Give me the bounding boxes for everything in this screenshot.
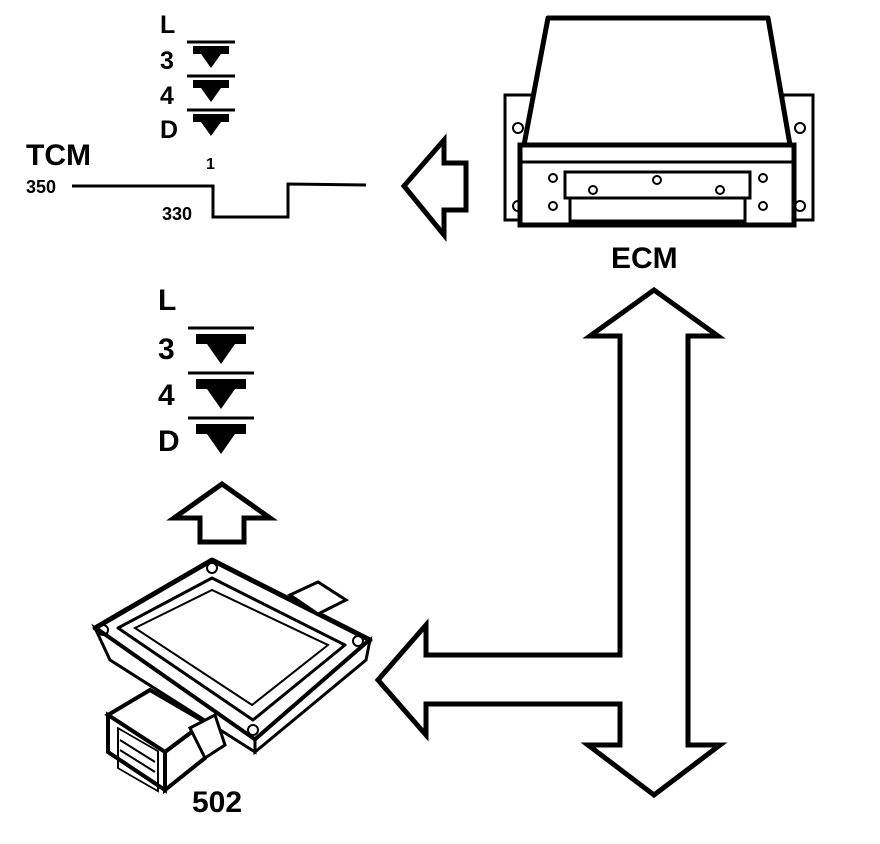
down-chevron-arrow-icon bbox=[187, 108, 235, 136]
signal-edge-label: 1 bbox=[206, 156, 215, 173]
gear-label-bottom-3: 3 bbox=[158, 333, 175, 366]
gear-label-bottom-d: D bbox=[158, 425, 180, 458]
tcm-module-502-icon bbox=[91, 557, 373, 795]
ecm-module-icon bbox=[503, 15, 815, 228]
double-headed-t-arrow-icon bbox=[374, 286, 728, 799]
signal-trace bbox=[72, 182, 367, 219]
gear-label-bottom-4: 4 bbox=[158, 379, 175, 412]
hollow-arrow-up-icon bbox=[166, 480, 278, 545]
gear-label-bottom-l: L bbox=[158, 284, 176, 317]
down-chevron-arrow-icon bbox=[188, 326, 254, 364]
gear-stack-top: L 3 4 D bbox=[160, 11, 235, 144]
gear-label-top-3: 3 bbox=[160, 47, 174, 75]
hollow-arrow-left-icon bbox=[400, 133, 469, 243]
module-502-label: 502 bbox=[192, 786, 242, 819]
signal-high-label: 350 bbox=[26, 177, 56, 197]
gear-label-top-l: L bbox=[160, 11, 175, 39]
tcm-label: TCM bbox=[26, 139, 91, 172]
down-chevron-arrow-icon bbox=[187, 74, 235, 102]
tcm-signal-waveform: TCM 350 330 1 bbox=[26, 139, 367, 224]
gear-stack-bottom: L 3 4 D bbox=[158, 284, 254, 458]
gear-label-top-d: D bbox=[160, 116, 178, 144]
down-chevron-arrow-icon bbox=[187, 40, 235, 68]
down-chevron-arrow-icon bbox=[188, 371, 254, 409]
gear-label-top-4: 4 bbox=[160, 82, 174, 110]
ecm-label: ECM bbox=[611, 242, 678, 275]
signal-low-label: 330 bbox=[162, 204, 192, 224]
down-chevron-arrow-icon bbox=[188, 416, 254, 454]
